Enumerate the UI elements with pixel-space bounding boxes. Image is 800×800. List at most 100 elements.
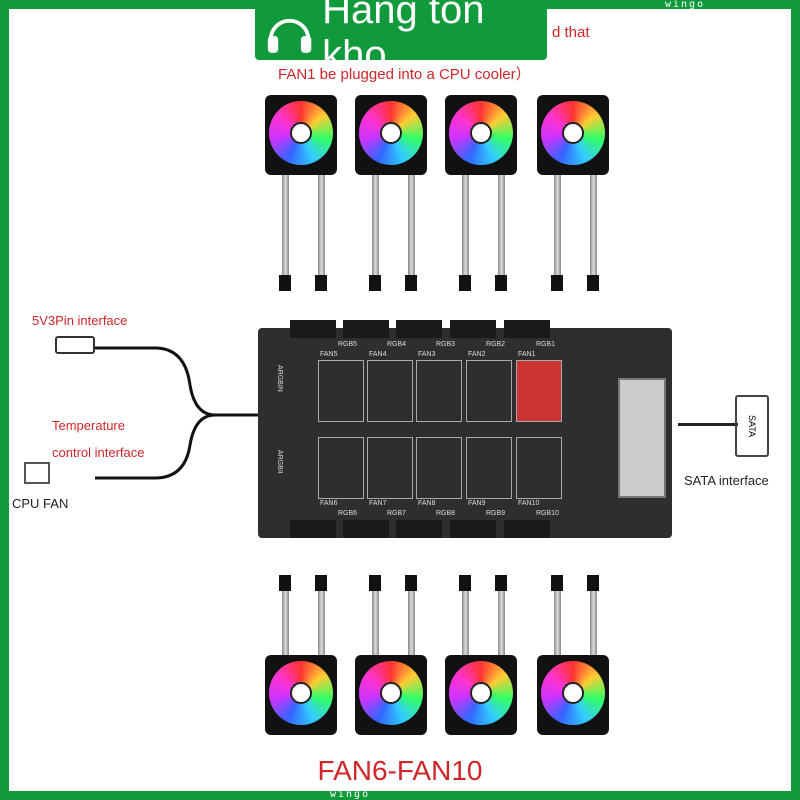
rgb-fan xyxy=(355,655,427,735)
rgb-fan xyxy=(265,655,337,735)
rgb-label: RGB4 xyxy=(387,341,407,348)
rgb-label: RGB3 xyxy=(436,341,456,348)
fan-label: FAN8 xyxy=(418,500,436,507)
fan-plug xyxy=(495,275,507,291)
fan-plug xyxy=(315,575,327,591)
rgb-fan xyxy=(265,95,337,175)
fan-label: FAN4 xyxy=(369,351,387,358)
note-line2: FAN1 be plugged into a CPU cooler） xyxy=(278,66,531,83)
fan-hub xyxy=(562,122,584,144)
sata-connector xyxy=(618,378,666,498)
3pin-plug-icon xyxy=(55,336,95,354)
fan-hub xyxy=(380,122,402,144)
fan-plug xyxy=(279,575,291,591)
fan-slot-top xyxy=(367,360,413,422)
fan-plug xyxy=(315,275,327,291)
footer-title: FAN6-FAN10 xyxy=(317,755,483,786)
fan-plug xyxy=(369,275,381,291)
temp-label-2: control interface xyxy=(52,445,145,460)
fan-plug xyxy=(405,575,417,591)
fan-cable xyxy=(408,175,415,275)
fan-slot-bottom xyxy=(367,437,413,499)
header-bottom xyxy=(343,520,389,538)
fan-cable xyxy=(498,590,505,655)
fan-cable xyxy=(462,175,469,275)
header-top xyxy=(290,320,336,338)
sata-plug-icon: SATA xyxy=(735,395,769,457)
store-name: Hàng tồn kho xyxy=(322,0,485,77)
fan-cable xyxy=(408,590,415,655)
fan-slot-top xyxy=(416,360,462,422)
fan-hub-board xyxy=(258,328,672,538)
fan-slot-bottom xyxy=(516,437,562,499)
rgb-label: RGB5 xyxy=(338,341,358,348)
rgb-fan xyxy=(355,95,427,175)
note-line1: d that xyxy=(552,24,590,41)
fan-slot-top xyxy=(516,360,562,422)
fan-cable xyxy=(318,590,325,655)
fan-plug xyxy=(551,275,563,291)
rgb-label: RGB7 xyxy=(387,510,407,517)
header-top xyxy=(450,320,496,338)
header-bottom xyxy=(504,520,550,538)
cpu-fan-label: CPU FAN xyxy=(12,496,69,511)
fan-slot-top xyxy=(466,360,512,422)
header-top xyxy=(343,320,389,338)
fan-hub xyxy=(470,682,492,704)
fan-slot-top xyxy=(318,360,364,422)
header-bottom xyxy=(450,520,496,538)
cpu-fan-connector-icon xyxy=(24,462,50,484)
rgb-fan xyxy=(445,95,517,175)
argb-out-board-label: ARGBII xyxy=(276,450,283,474)
fan-cable xyxy=(372,590,379,655)
rgb-label: RGB9 xyxy=(486,510,506,517)
watermark: wingo xyxy=(330,789,371,800)
sata-cable xyxy=(678,423,738,426)
fan-cable xyxy=(282,590,289,655)
fan-cable xyxy=(498,175,505,275)
fan-hub xyxy=(380,682,402,704)
fan-label: FAN5 xyxy=(320,351,338,358)
fan-plug xyxy=(279,275,291,291)
fan-label: FAN2 xyxy=(468,351,486,358)
fan-plug xyxy=(459,275,471,291)
fan-label: FAN10 xyxy=(518,500,540,507)
fan-plug xyxy=(551,575,563,591)
fan-cable xyxy=(590,590,597,655)
header-bottom xyxy=(396,520,442,538)
fan-cable xyxy=(462,590,469,655)
argb-in-board-label: ARGBIN xyxy=(276,365,283,392)
sata-label: SATA interface xyxy=(684,473,769,488)
headphones-icon xyxy=(267,18,312,53)
fan-plug xyxy=(495,575,507,591)
rgb-label: RGB6 xyxy=(338,510,358,517)
fan-plug xyxy=(405,275,417,291)
argb-in-label: 5V3Pin interface xyxy=(32,313,128,328)
fan-cable xyxy=(554,590,561,655)
rgb-fan xyxy=(537,655,609,735)
fan-hub xyxy=(290,122,312,144)
rgb-label: RGB8 xyxy=(436,510,456,517)
rgb-fan xyxy=(445,655,517,735)
rgb-label: RGB2 xyxy=(486,341,506,348)
fan-plug xyxy=(587,575,599,591)
fan-cable xyxy=(318,175,325,275)
fan-plug xyxy=(587,275,599,291)
fan-slot-bottom xyxy=(318,437,364,499)
fan-label: FAN1 xyxy=(518,351,536,358)
fan-cable xyxy=(554,175,561,275)
fan-label: FAN7 xyxy=(369,500,387,507)
fan-cable xyxy=(372,175,379,275)
watermark: wingo xyxy=(665,0,706,10)
fan-plug xyxy=(369,575,381,591)
rgb-label: RGB10 xyxy=(536,510,559,517)
fan-label: FAN3 xyxy=(418,351,436,358)
fan-label: FAN9 xyxy=(468,500,486,507)
fan-plug xyxy=(459,575,471,591)
fan-hub xyxy=(470,122,492,144)
header-bottom xyxy=(290,520,336,538)
fan-cable xyxy=(590,175,597,275)
fan-slot-bottom xyxy=(416,437,462,499)
header-top xyxy=(504,320,550,338)
